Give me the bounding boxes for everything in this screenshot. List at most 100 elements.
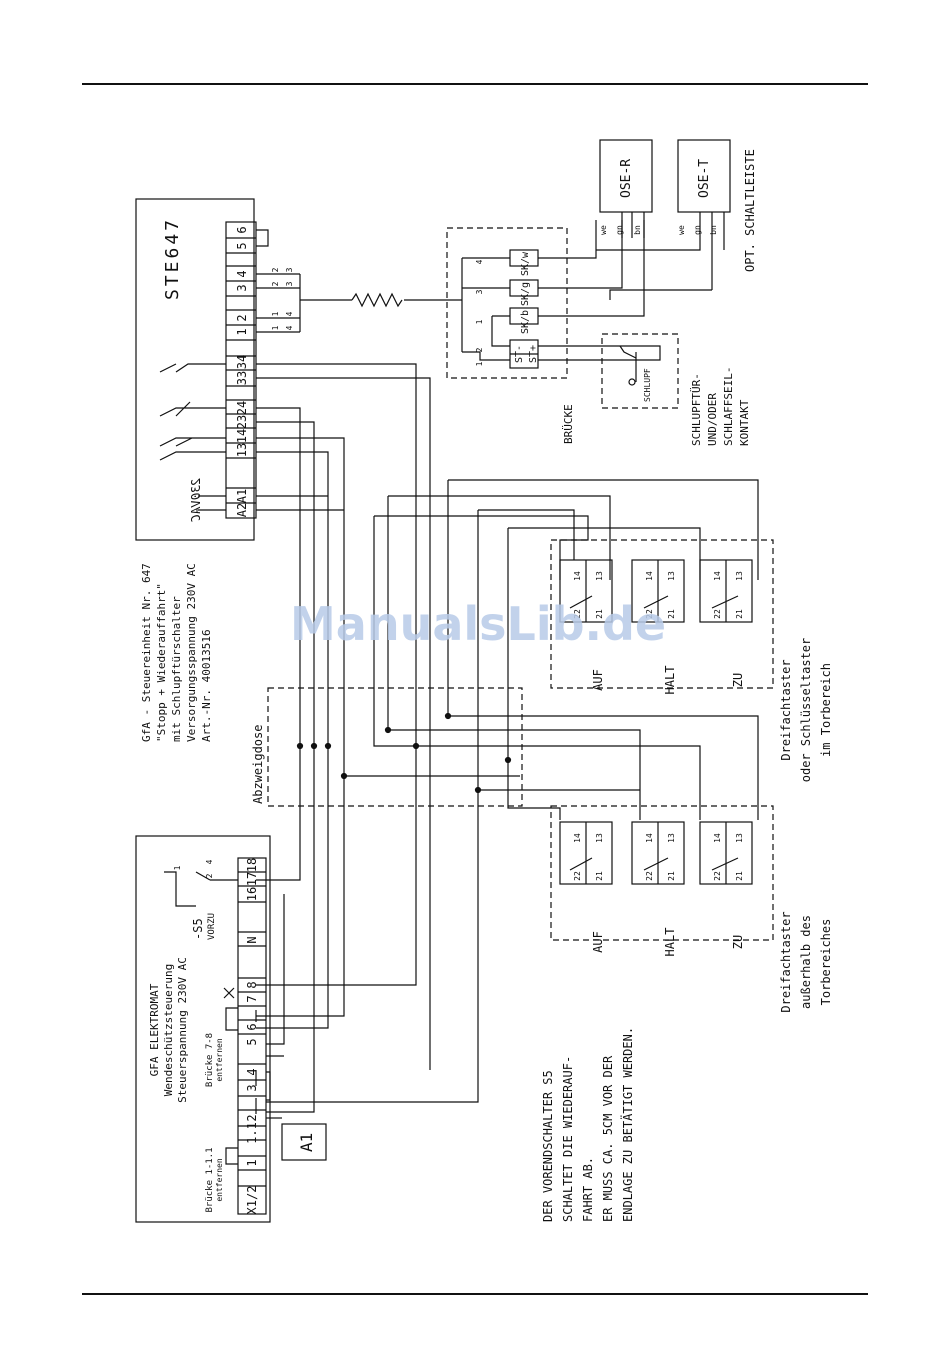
note-line: SCHALTET DIE WIEDERAUF-: [561, 1056, 575, 1222]
ste647-voltage: 230VAC: [189, 478, 203, 522]
ste-terminal-label: A2: [235, 503, 249, 517]
st-minus-label: ST-: [514, 345, 525, 363]
abzweigdose-label: Abzweigdose: [251, 725, 265, 804]
contact-label: 14: [645, 833, 654, 843]
ose-r-wire-label: bn: [633, 225, 642, 235]
ste-terminal-label: 33: [235, 371, 249, 385]
skg-label: SK/g: [520, 282, 531, 306]
ste-terminal-label: 2: [235, 314, 249, 321]
bridge-78-label: Brücke 7-8: [205, 1033, 215, 1087]
resistor: [351, 292, 403, 308]
elektromat-terminal-label: 6: [245, 1023, 259, 1030]
ste-pin-label: 1: [271, 311, 280, 316]
keypad-button-label: HALT: [663, 928, 677, 957]
keypad-desc-line: Dreifachtaster: [779, 911, 793, 1012]
watermark: ManualsLib.de: [290, 597, 666, 651]
ste647-desc-line: Art.-Nr. 40013516: [200, 629, 213, 742]
s5-label: -S5: [191, 918, 205, 940]
contact-label: 14: [645, 571, 654, 581]
note-line: ENDLAGE ZU BETÄTIGT WERDEN.: [620, 1027, 635, 1222]
elektromat-terminal-label: 17: [245, 872, 259, 886]
ose-r-wire-label: gn: [615, 225, 624, 235]
note-line: ER MUSS CA. 5CM VOR DER: [601, 1055, 615, 1222]
ste-terminal-label: 1: [235, 328, 249, 335]
elektromat-terminal-label: 3: [245, 1084, 259, 1091]
contact-label: 13: [595, 571, 604, 581]
ste-pin-label: 4: [285, 311, 294, 316]
bridge-11-label: entfernen: [215, 1158, 224, 1202]
elektromat-terminal-label: 8: [245, 981, 259, 988]
elektromat-terminal-label: 16: [245, 887, 259, 901]
keypad-desc-line: außerhalb des: [799, 915, 813, 1009]
s5-sub-label: VORZU: [207, 913, 217, 940]
schlupf-desc-line: SCHLAFFSEIL-: [722, 367, 735, 446]
ste-terminal-label: A1: [235, 489, 249, 503]
note-line: DER VORENDSCHALTER S5: [541, 1070, 555, 1222]
junction-st-pin: 1: [475, 361, 484, 366]
contact-label: 14: [713, 571, 722, 581]
ste-terminal-label: 3: [235, 284, 249, 291]
junction-box: [446, 227, 568, 379]
ste647-desc-line: GfA - Steuereinheit Nr. 647: [140, 563, 153, 742]
ste647-name: STE647: [162, 217, 183, 300]
contact-label: 21: [667, 609, 676, 619]
ste-pin-label: 4: [285, 325, 294, 330]
skw-label: SK/w: [520, 251, 531, 276]
ste-pin-label: 2: [271, 267, 280, 272]
contact-label: 13: [667, 571, 676, 581]
ste-terminal-label: 5: [235, 242, 249, 249]
elektromat-terminal-label: X1/2: [245, 1186, 259, 1215]
schlupf-label: SCHLUPF: [643, 368, 652, 402]
elektromat-terminal-label: 1: [245, 1159, 259, 1166]
elektromat-terminal-label: 5: [245, 1038, 259, 1045]
contact-label: 22: [713, 871, 722, 881]
abzweigdose-box: [267, 687, 523, 807]
contact-label: 21: [667, 871, 676, 881]
ste-pin-label: 3: [285, 281, 294, 286]
elektromat-terminal-label: 7: [245, 995, 259, 1002]
keypad-button-label: ZU: [731, 673, 745, 687]
schlupf-box: [601, 333, 679, 409]
contact-label: 14: [573, 571, 582, 581]
schlupf-desc-line: UND/ODER: [706, 393, 719, 446]
ose-t-wire-label: we: [677, 225, 686, 235]
ose-t-label: OSE-T: [697, 159, 712, 198]
elektromat-terminal-label: N: [245, 936, 259, 943]
contact-label: 22: [645, 609, 654, 619]
contact-label: 14: [713, 833, 722, 843]
ste-terminal-label: 23: [235, 415, 249, 429]
keypad-outside-box: [550, 805, 774, 941]
ste647-desc-line: Versorgungsspannung 230V AC: [185, 563, 198, 742]
contact-label: 22: [645, 871, 654, 881]
opt-schaltleiste-label: OPT. SCHALTLEISTE: [743, 149, 757, 272]
contact-label: 13: [595, 833, 604, 843]
s5-pin-label: 1: [173, 865, 182, 870]
ste-terminal-label: 13: [235, 443, 249, 457]
bridge-11-label: Brücke 1-1.1: [205, 1147, 215, 1212]
schlupf-desc-line: SCHLUPFTÜR-: [690, 373, 703, 446]
ste-terminal-label: 24: [235, 401, 249, 415]
contact-label: 14: [573, 833, 582, 843]
ose-t-wire-label: bn: [709, 225, 718, 235]
elektromat-desc-line: GFA ELEKTROMAT: [148, 983, 161, 1076]
contact-label: 21: [595, 871, 604, 881]
junction-pin: 3: [475, 289, 484, 294]
elektromat-box: [135, 835, 271, 1223]
contact-label: 13: [735, 833, 744, 843]
ste-pin-label: 2: [271, 281, 280, 286]
schlupf-desc-line: KONTAKT: [738, 399, 751, 446]
keypad-inside-box: [550, 539, 774, 689]
elektromat-terminal-label: 1.1: [245, 1122, 259, 1144]
contact-label: 13: [735, 571, 744, 581]
keypad-desc-line: Torbereiches: [819, 919, 833, 1006]
contact-label: 22: [713, 609, 722, 619]
keypad-button-label: ZU: [731, 935, 745, 949]
a1-label: A1: [297, 1133, 316, 1152]
elektromat-desc-line: Steuerspannung 230V AC: [176, 957, 189, 1103]
ste-pin-label: 3: [285, 267, 294, 272]
ose-t-wire-label: gn: [693, 225, 702, 235]
junction-pin: 1: [475, 319, 484, 324]
keypad-button-label: HALT: [663, 666, 677, 695]
contact-label: 21: [735, 871, 744, 881]
